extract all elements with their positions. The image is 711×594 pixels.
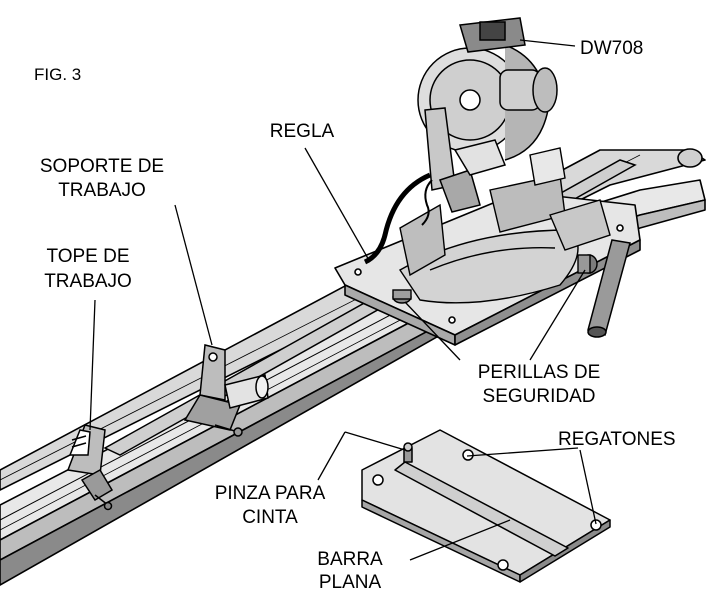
- leader-perillas-1: [404, 301, 461, 361]
- label-perillas-line-1: PERILLAS DE: [477, 362, 601, 383]
- leader-model: [519, 39, 576, 47]
- leader-pinza: [317, 431, 346, 481]
- label-perillas-line-2: SEGURIDAD: [482, 386, 596, 407]
- safety-knobs: [392, 254, 598, 304]
- work-stop: [66, 424, 114, 511]
- saw-turntable: [399, 147, 611, 304]
- label-pinza-line-1: PINZA PARA: [214, 483, 326, 504]
- leader-regla: [304, 147, 371, 263]
- figure-label: FIG. 3: [34, 65, 82, 84]
- label-regatones: REGATONES: [558, 429, 676, 450]
- label-tope-line-2: TRABAJO: [44, 271, 132, 292]
- leader-lines: [89, 39, 597, 561]
- leader-barra: [409, 519, 511, 561]
- power-cord: [363, 172, 432, 265]
- label-tope-line-1: TOPE DE: [46, 246, 130, 267]
- label-regla: REGLA: [269, 121, 335, 142]
- label-soporte-line-1: SOPORTE DE: [39, 156, 165, 177]
- label-soporte-line-2: TRABAJO: [58, 180, 146, 201]
- leader-soporte: [174, 204, 213, 346]
- label-barra-line-1: BARRA: [317, 549, 383, 570]
- leader-regatones-1: [466, 447, 579, 457]
- stand-leg: [587, 239, 631, 338]
- leader-tope: [89, 299, 96, 431]
- label-model: DW708: [580, 38, 644, 59]
- leader-pinza-2: [344, 431, 406, 451]
- leader-perillas-2: [529, 269, 586, 361]
- saw-head: [417, 17, 558, 226]
- label-pinza-line-2: CINTA: [242, 507, 298, 528]
- label-barra-line-2: PLANA: [318, 572, 382, 593]
- leader-regatones-2: [579, 449, 597, 525]
